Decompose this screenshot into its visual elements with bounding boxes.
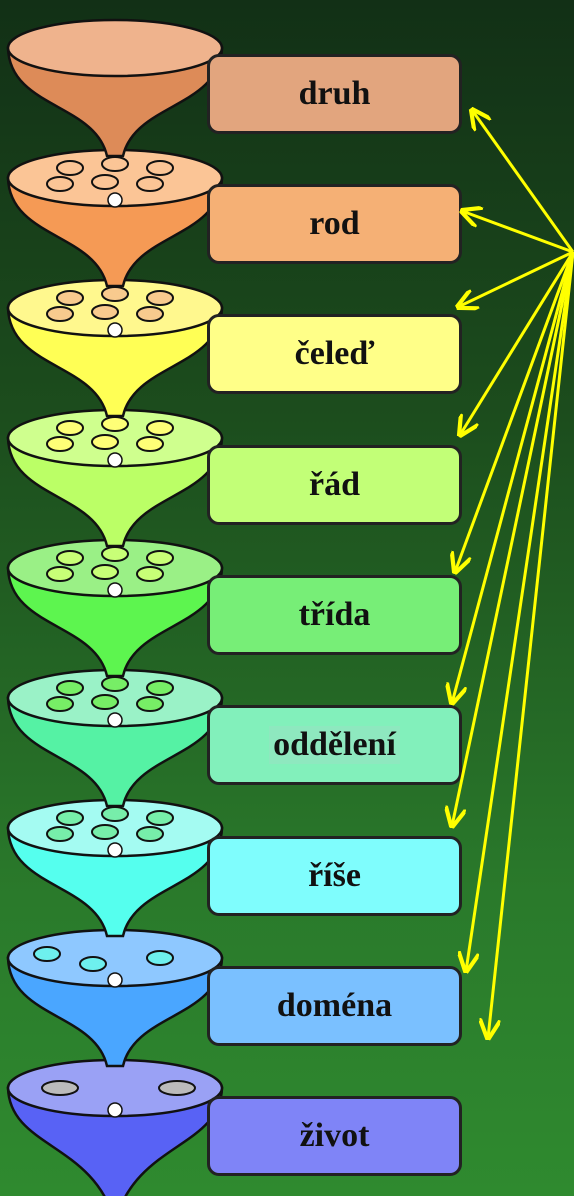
funnel-hole	[91, 434, 119, 450]
funnel-hole	[56, 160, 84, 176]
funnel-hole	[46, 696, 74, 712]
funnel-hole	[56, 420, 84, 436]
funnel-hole	[91, 174, 119, 190]
funnel-hole	[146, 160, 174, 176]
funnel-hole	[56, 680, 84, 696]
funnel-7	[6, 928, 224, 1068]
funnel-hole	[91, 304, 119, 320]
funnel-hole	[146, 680, 174, 696]
label-rise-text: říše	[308, 857, 361, 894]
funnel-hole	[136, 696, 164, 712]
label-zivot-text: život	[299, 1117, 370, 1154]
arrow-8	[488, 251, 574, 1038]
label-domena-text: doména	[276, 987, 393, 1024]
funnel-0	[6, 18, 224, 158]
funnel-hole	[79, 956, 107, 972]
arrow-5	[452, 251, 574, 703]
funnel-hole	[136, 566, 164, 582]
funnel-body	[6, 176, 224, 288]
funnel-body	[6, 696, 224, 808]
label-druh: druh	[207, 54, 462, 134]
funnel-hole	[146, 420, 174, 436]
arrow-0	[472, 110, 574, 253]
funnel-center-hole	[107, 1102, 123, 1118]
funnel-center-hole	[107, 192, 123, 208]
funnel-body	[6, 436, 224, 548]
label-rise: říše	[207, 836, 462, 916]
label-rad-text: řád	[309, 466, 360, 503]
funnel-hole	[56, 810, 84, 826]
label-trida: třída	[207, 575, 462, 655]
funnel-hole	[146, 550, 174, 566]
funnel-body	[6, 566, 224, 678]
label-domena: doména	[207, 966, 462, 1046]
funnel-hole	[46, 436, 74, 452]
funnel-hole	[146, 950, 174, 966]
funnel-center-hole	[107, 842, 123, 858]
arrow-4	[455, 251, 574, 572]
label-celed-text: čeleď	[294, 335, 375, 372]
funnel-hole	[91, 824, 119, 840]
funnel-body	[6, 306, 224, 418]
funnel-hole	[91, 694, 119, 710]
funnel-hole	[136, 306, 164, 322]
arrow-7	[466, 251, 574, 971]
funnel-8	[6, 1058, 224, 1196]
funnel-hole	[136, 826, 164, 842]
funnel-4	[6, 538, 224, 678]
funnel-body	[6, 1086, 224, 1196]
label-celed: čeleď	[207, 314, 462, 394]
funnel-center-hole	[107, 712, 123, 728]
funnel-rim	[6, 18, 224, 78]
funnel-hole	[46, 176, 74, 192]
funnel-center-hole	[107, 322, 123, 338]
funnel-6	[6, 798, 224, 938]
funnel-center-hole	[107, 452, 123, 468]
label-rod-text: rod	[309, 205, 360, 242]
funnel-hole	[146, 290, 174, 306]
funnel-hole	[136, 176, 164, 192]
funnel-body	[6, 956, 224, 1068]
funnel-hole	[46, 826, 74, 842]
arrow-1	[462, 211, 574, 254]
funnel-hole	[136, 436, 164, 452]
label-druh-text: druh	[298, 75, 371, 112]
arrow-2	[458, 250, 574, 307]
funnel-5	[6, 668, 224, 808]
label-rod: rod	[207, 184, 462, 264]
funnel-hole	[158, 1080, 196, 1096]
funnel-center-hole	[107, 582, 123, 598]
funnel-center-hole	[107, 972, 123, 988]
label-rad: řád	[207, 445, 462, 525]
label-trida-text: třída	[298, 596, 371, 633]
funnel-hole	[41, 1080, 79, 1096]
funnel-hole	[146, 810, 174, 826]
funnel-hole	[33, 946, 61, 962]
funnel-2	[6, 278, 224, 418]
funnel-hole	[46, 566, 74, 582]
label-oddeleni-text: oddělení	[269, 726, 400, 764]
funnel-hole	[46, 306, 74, 322]
funnel-hole	[56, 550, 84, 566]
funnel-body	[6, 826, 224, 938]
arrow-6	[452, 251, 574, 826]
funnel-hole	[91, 564, 119, 580]
label-zivot: život	[207, 1096, 462, 1176]
funnel-body	[6, 46, 224, 158]
funnel-hole	[56, 290, 84, 306]
arrow-3	[460, 251, 574, 435]
label-oddeleni: oddělení	[207, 705, 462, 785]
funnel-1	[6, 148, 224, 288]
